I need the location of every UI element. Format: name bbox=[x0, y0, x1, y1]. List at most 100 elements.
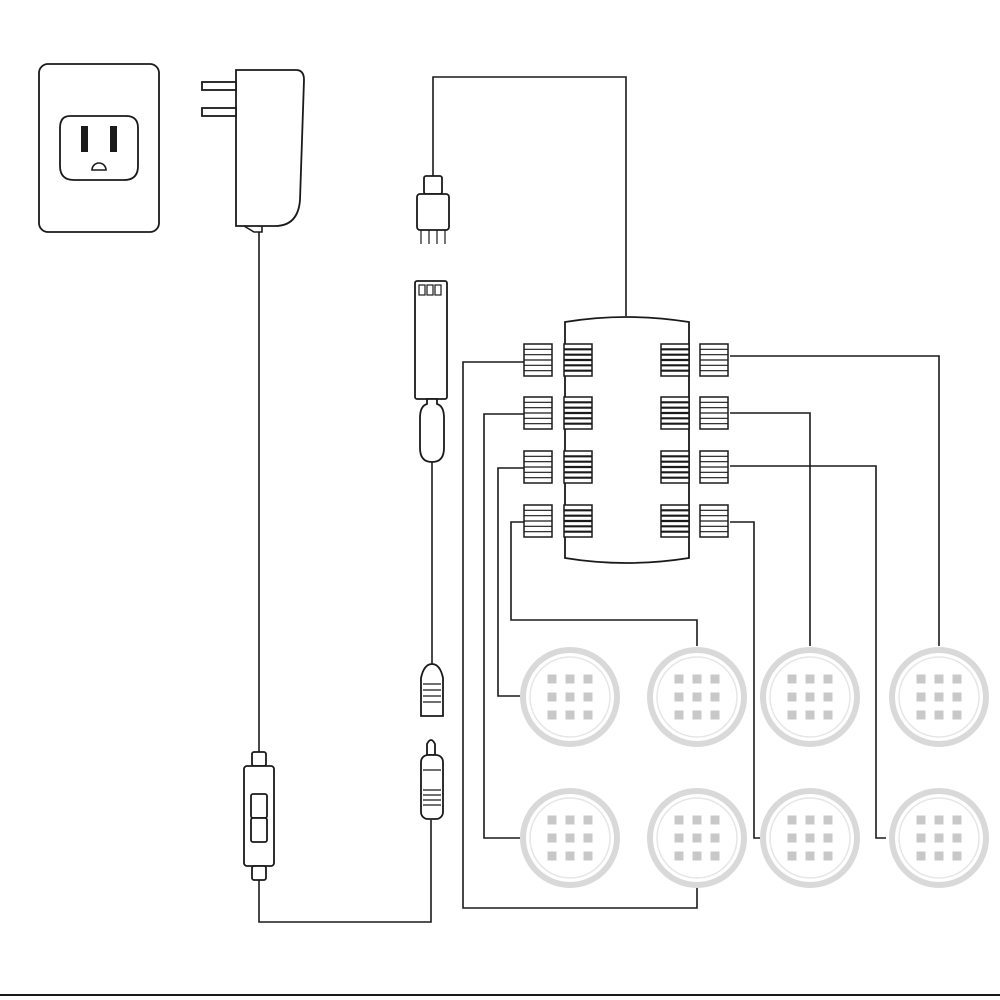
dc-jack-icon bbox=[420, 663, 444, 717]
led-chip bbox=[823, 692, 833, 702]
led-puck-light-icon bbox=[760, 788, 860, 888]
hub-ports bbox=[523, 343, 729, 538]
led-chip bbox=[805, 815, 815, 825]
led-chip bbox=[692, 692, 702, 702]
led-chip bbox=[787, 692, 797, 702]
led-chip bbox=[692, 851, 702, 861]
led-chip bbox=[952, 815, 962, 825]
led-chip bbox=[674, 710, 684, 720]
led-chip bbox=[565, 833, 575, 843]
led-chip bbox=[710, 851, 720, 861]
led-chip bbox=[710, 710, 720, 720]
led-chip bbox=[565, 851, 575, 861]
led-chip bbox=[916, 692, 926, 702]
hub-port bbox=[523, 504, 553, 538]
led-puck-light-icon bbox=[520, 788, 620, 888]
led-chip bbox=[710, 692, 720, 702]
led-chip bbox=[674, 833, 684, 843]
led-chip bbox=[916, 710, 926, 720]
led-chip bbox=[583, 692, 593, 702]
led-chip bbox=[547, 833, 557, 843]
led-chip bbox=[934, 815, 944, 825]
hub-feed-cable bbox=[432, 76, 627, 316]
led-chip bbox=[823, 710, 833, 720]
led-chip bbox=[583, 833, 593, 843]
led-puck-light-icon bbox=[889, 647, 989, 747]
led-chip bbox=[692, 674, 702, 684]
led-chip bbox=[805, 674, 815, 684]
hub-port bbox=[660, 396, 690, 430]
led-chip bbox=[547, 710, 557, 720]
led-chip bbox=[565, 692, 575, 702]
pin-connector-icon bbox=[416, 175, 450, 244]
led-chip bbox=[692, 710, 702, 720]
hub-port bbox=[523, 396, 553, 430]
led-chip bbox=[787, 851, 797, 861]
ac-adapter-icon bbox=[201, 69, 305, 233]
led-chip bbox=[952, 674, 962, 684]
hub-port bbox=[563, 504, 593, 538]
led-chip bbox=[934, 692, 944, 702]
led-chip bbox=[674, 815, 684, 825]
led-chip bbox=[952, 851, 962, 861]
led-chip bbox=[934, 851, 944, 861]
led-chip bbox=[710, 674, 720, 684]
controller-icon bbox=[414, 280, 448, 463]
hub-port bbox=[699, 396, 729, 430]
hub-port bbox=[523, 450, 553, 484]
led-chip bbox=[674, 851, 684, 861]
led-chip bbox=[805, 692, 815, 702]
led-chip bbox=[823, 833, 833, 843]
led-puck-light-icon bbox=[760, 647, 860, 747]
led-chip bbox=[934, 833, 944, 843]
led-chip bbox=[916, 833, 926, 843]
led-chip bbox=[934, 674, 944, 684]
led-chip bbox=[692, 815, 702, 825]
rocker-switch-icon bbox=[243, 751, 275, 881]
power-outlet-icon bbox=[38, 63, 160, 233]
led-chip bbox=[823, 674, 833, 684]
hub-port bbox=[660, 450, 690, 484]
led-chip bbox=[934, 710, 944, 720]
hub-port bbox=[523, 343, 553, 377]
led-chip bbox=[674, 674, 684, 684]
led-chip bbox=[565, 710, 575, 720]
splitter-hub-icon bbox=[564, 316, 690, 564]
led-chip bbox=[547, 692, 557, 702]
led-chip bbox=[787, 710, 797, 720]
hub-port bbox=[699, 450, 729, 484]
led-chip bbox=[692, 833, 702, 843]
led-chip bbox=[674, 692, 684, 702]
led-chip bbox=[787, 674, 797, 684]
hub-port bbox=[660, 504, 690, 538]
led-chip bbox=[952, 710, 962, 720]
hub-port bbox=[563, 343, 593, 377]
led-chip bbox=[823, 815, 833, 825]
led-chip bbox=[805, 851, 815, 861]
led-chip bbox=[583, 815, 593, 825]
led-chip bbox=[583, 710, 593, 720]
dc-plug-icon bbox=[420, 739, 444, 820]
led-chip bbox=[823, 851, 833, 861]
led-puck-light-icon bbox=[889, 788, 989, 888]
led-puck-light-icon bbox=[647, 647, 747, 747]
led-chip bbox=[805, 833, 815, 843]
led-chip bbox=[952, 833, 962, 843]
hub-port bbox=[699, 504, 729, 538]
hub-port bbox=[563, 450, 593, 484]
led-chip bbox=[787, 815, 797, 825]
led-chip bbox=[547, 851, 557, 861]
led-chip bbox=[916, 851, 926, 861]
hub-port bbox=[563, 396, 593, 430]
led-chip bbox=[916, 674, 926, 684]
hub-port bbox=[699, 343, 729, 377]
led-chip bbox=[805, 710, 815, 720]
hub-port bbox=[660, 343, 690, 377]
led-chip bbox=[916, 815, 926, 825]
led-puck-light-icon bbox=[647, 788, 747, 888]
led-chip bbox=[547, 674, 557, 684]
adapter-cord bbox=[258, 232, 432, 923]
led-chip bbox=[710, 833, 720, 843]
output-wires bbox=[462, 355, 940, 909]
